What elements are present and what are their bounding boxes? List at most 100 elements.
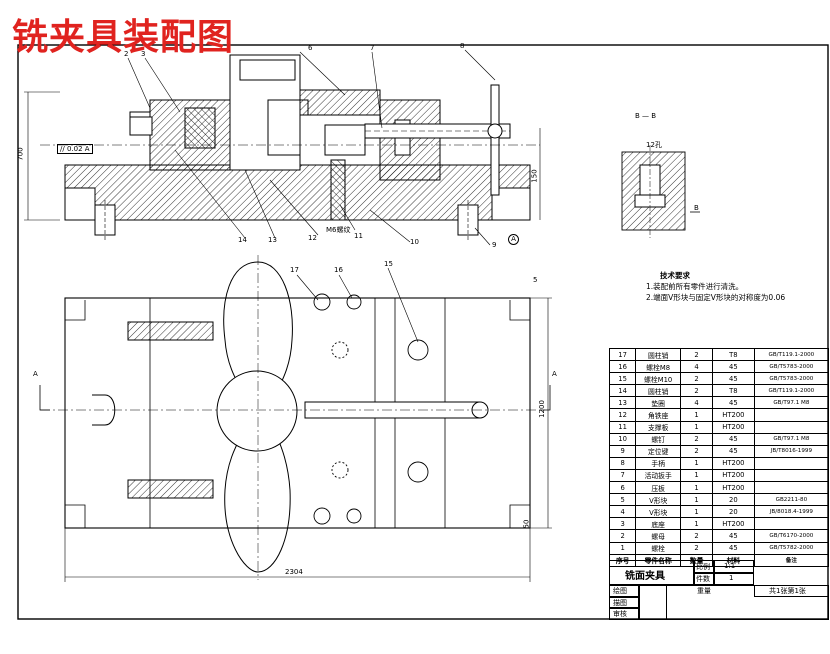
- bom-cell-mat: HT200: [712, 456, 755, 470]
- bom-cell-mat: 20: [712, 505, 755, 519]
- bom-cell-std: GB/T5782-2000: [753, 541, 830, 555]
- bom-cell-no: 17: [608, 347, 637, 362]
- dim-bolt: M6螺纹: [326, 226, 351, 234]
- front-view: [24, 49, 541, 246]
- bom-cell-mat: HT200: [712, 481, 755, 495]
- dim-right-height: 150: [530, 169, 539, 183]
- callout-10: 10: [410, 238, 419, 246]
- callout-11: 11: [354, 232, 363, 240]
- bom-cell-std: GB/T6170-2000: [753, 529, 830, 543]
- bom-cell-qty: 1: [680, 517, 713, 531]
- bom-cell-std: GB2211-80: [753, 493, 830, 507]
- scale-label: 比例: [696, 563, 710, 571]
- dim-height: 700: [16, 147, 25, 161]
- bom-cell-no: 15: [608, 372, 637, 386]
- bom-cell-name: 角铁座: [635, 408, 682, 422]
- bom-cell-no: 14: [608, 384, 637, 398]
- bom-cell-no: 6: [608, 481, 637, 495]
- drawing-name: 铣面夹具: [625, 571, 665, 582]
- bom-cell-std: GB/T119.1-2000: [753, 384, 830, 398]
- bom-cell-qty: 1: [680, 493, 713, 507]
- section-bb-marker: B: [694, 204, 699, 212]
- bom-cell-std: [753, 468, 830, 483]
- bom-cell-no: 10: [608, 432, 637, 446]
- scale-value: 1:1: [724, 562, 736, 570]
- bom-cell-mat: 45: [712, 444, 755, 458]
- callout-6: 6: [308, 44, 313, 52]
- callout-12: 12: [308, 234, 317, 242]
- callout-2: 2: [124, 50, 129, 58]
- callout-16: 16: [334, 266, 343, 274]
- bom-cell-mat: 45: [712, 432, 755, 446]
- bom-cell-name: 支撑板: [635, 420, 682, 434]
- bom-cell-std: GB/T119.1-2000: [753, 347, 830, 362]
- bom-cell-mat: HT200: [712, 468, 755, 483]
- bom-cell-qty: 1: [680, 468, 713, 483]
- bom-cell-mat: T8: [712, 384, 755, 398]
- bom-cell-std: [753, 408, 830, 422]
- bom-cell-std: GB/T97.1 M8: [753, 396, 830, 410]
- bom-cell-no: 7: [608, 468, 637, 483]
- checked-label: 描图: [613, 599, 627, 607]
- bom-cell-name: 压板: [635, 481, 682, 495]
- bom-cell-mat: HT200: [712, 517, 755, 531]
- tech-requirements: 技术要求 1.装配前所有零件进行清洗。 2.端面V形块与固定V形块的对称度为0.…: [646, 270, 785, 303]
- bom-cell-name: 圆柱销: [635, 384, 682, 398]
- bom-cell-qty: 2: [680, 529, 713, 543]
- bom-cell-mat: 20: [712, 493, 755, 507]
- callout-15: 15: [384, 260, 393, 268]
- bom-cell-std: [753, 420, 830, 434]
- bom-cell-no: 1: [608, 541, 637, 555]
- bom-cell-qty: 2: [680, 541, 713, 555]
- bom-cell-std: [753, 481, 830, 495]
- bom-cell-name: 螺栓M10: [635, 372, 682, 386]
- bom-cell-no: 5: [608, 493, 637, 507]
- bom-cell-no: 4: [608, 505, 637, 519]
- bom-cell-qty: 2: [680, 372, 713, 386]
- bom-cell-mat: 45: [712, 360, 755, 374]
- handle-bar: [490, 84, 500, 196]
- drawn-label: 绘图: [613, 587, 627, 595]
- tech-requirement-1: 1.装配前所有零件进行清洗。: [646, 282, 744, 291]
- tech-requirement-2: 2.端面V形块与固定V形块的对称度为0.06: [646, 293, 786, 302]
- callout-7: 7: [370, 44, 375, 52]
- reviewed-label: 审核: [613, 610, 627, 618]
- bom-cell-qty: 1: [680, 481, 713, 495]
- bom-cell-name: 活动扳手: [635, 468, 682, 483]
- section-bb-dim: 12孔: [646, 141, 662, 149]
- bom-cell-no: 2: [608, 529, 637, 543]
- section-bb: [621, 145, 700, 238]
- callout-9: 9: [492, 241, 497, 249]
- bom-cell-std: [753, 456, 830, 470]
- sheet-border: [17, 44, 829, 620]
- bom-cell-name: 螺栓: [635, 541, 682, 555]
- bom-cell-mat: 45: [712, 396, 755, 410]
- v-block-left: [184, 107, 216, 149]
- bom-cell-qty: 4: [680, 360, 713, 374]
- bom-cell-no: 13: [608, 396, 637, 410]
- bom-cell-std: GB/T5783-2000: [753, 360, 830, 374]
- bom-cell-no: 3: [608, 517, 637, 531]
- bom-cell-name: 手柄: [635, 456, 682, 470]
- plan-bolts: [313, 293, 429, 525]
- dim-overall-length: 2304: [285, 568, 303, 576]
- callout-13: 13: [268, 236, 277, 244]
- bom-cell-name: V形块: [635, 493, 682, 507]
- bom-cell-mat: HT200: [712, 408, 755, 422]
- bom-cell-name: 螺钉: [635, 432, 682, 446]
- sheet-label: 共1张第1张: [769, 587, 806, 595]
- bom-cell-name: 圆柱销: [635, 347, 682, 362]
- leader-lines: [127, 49, 496, 246]
